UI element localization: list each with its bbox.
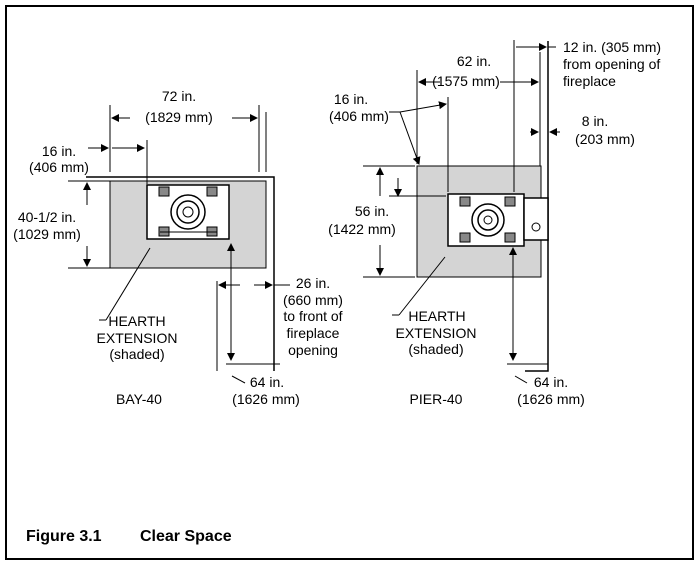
- bay-hearth-label-2: EXTENSION: [97, 330, 178, 346]
- pier-depth-mm-label: (1422 mm): [328, 221, 396, 237]
- pier-side-mm-label: (406 mm): [329, 108, 389, 124]
- bay-width-mm-label: (1829 mm): [145, 109, 213, 125]
- bay-front-mm-label: (660 mm): [283, 292, 343, 308]
- pier-opening-note-2: fireplace: [563, 73, 616, 89]
- bay-depth-mm-label: (1029 mm): [13, 226, 81, 242]
- bay-ceiling-label: 64 in.: [250, 374, 284, 390]
- pier-ceiling-mm-label: (1626 mm): [517, 391, 585, 407]
- bay-fireplace-unit: [146, 184, 230, 240]
- figure-border: [5, 5, 694, 560]
- pier-fireplace-unit: [447, 193, 549, 247]
- bay-side-mm-label: (406 mm): [29, 159, 89, 175]
- bay-width-label: 72 in.: [162, 88, 196, 104]
- pier-model-label: PIER-40: [410, 391, 463, 407]
- pier-side-label: 16 in.: [334, 91, 368, 107]
- pier-opening-label: 12 in. (305 mm): [563, 39, 661, 55]
- figure-number: Figure 3.1: [26, 528, 102, 545]
- bay-front-note-3: opening: [288, 342, 338, 358]
- bay-side-label: 16 in.: [42, 143, 76, 159]
- pier-ceiling-label: 64 in.: [534, 374, 568, 390]
- pier-back-label: 8 in.: [582, 113, 608, 129]
- pier-width-label: 62 in.: [457, 53, 491, 69]
- bay-front-note-2: fireplace: [287, 325, 340, 341]
- bay-model-label: BAY-40: [116, 391, 162, 407]
- pier-hearth-label-3: (shaded): [408, 341, 463, 357]
- pier-width-mm-label: (1575 mm): [432, 73, 500, 89]
- bay-wall-outer: [86, 176, 275, 371]
- bay-hearth-label-1: HEARTH: [108, 313, 165, 329]
- bay-depth-label: 40-1/2 in.: [18, 209, 76, 225]
- pier-hearth-label-1: HEARTH: [408, 308, 465, 324]
- pier-opening-note-1: from opening of: [563, 56, 660, 72]
- figure-title: Clear Space: [140, 528, 232, 545]
- bay-front-note-1: to front of: [283, 308, 342, 324]
- bay-40-diagram: 72 in. (1829 mm) 16 in. (406 mm) 40-1/2 …: [13, 88, 343, 407]
- bay-ceiling-mm-label: (1626 mm): [232, 391, 300, 407]
- pier-back-mm-label: (203 mm): [575, 131, 635, 147]
- bay-front-label: 26 in.: [296, 275, 330, 291]
- pier-hearth-label-2: EXTENSION: [396, 325, 477, 341]
- pier-depth-label: 56 in.: [355, 203, 389, 219]
- pier-40-diagram: 62 in. (1575 mm) 12 in. (305 mm) from op…: [328, 39, 661, 407]
- pier-wall-outer: [525, 41, 549, 372]
- bay-hearth-label-3: (shaded): [109, 346, 164, 362]
